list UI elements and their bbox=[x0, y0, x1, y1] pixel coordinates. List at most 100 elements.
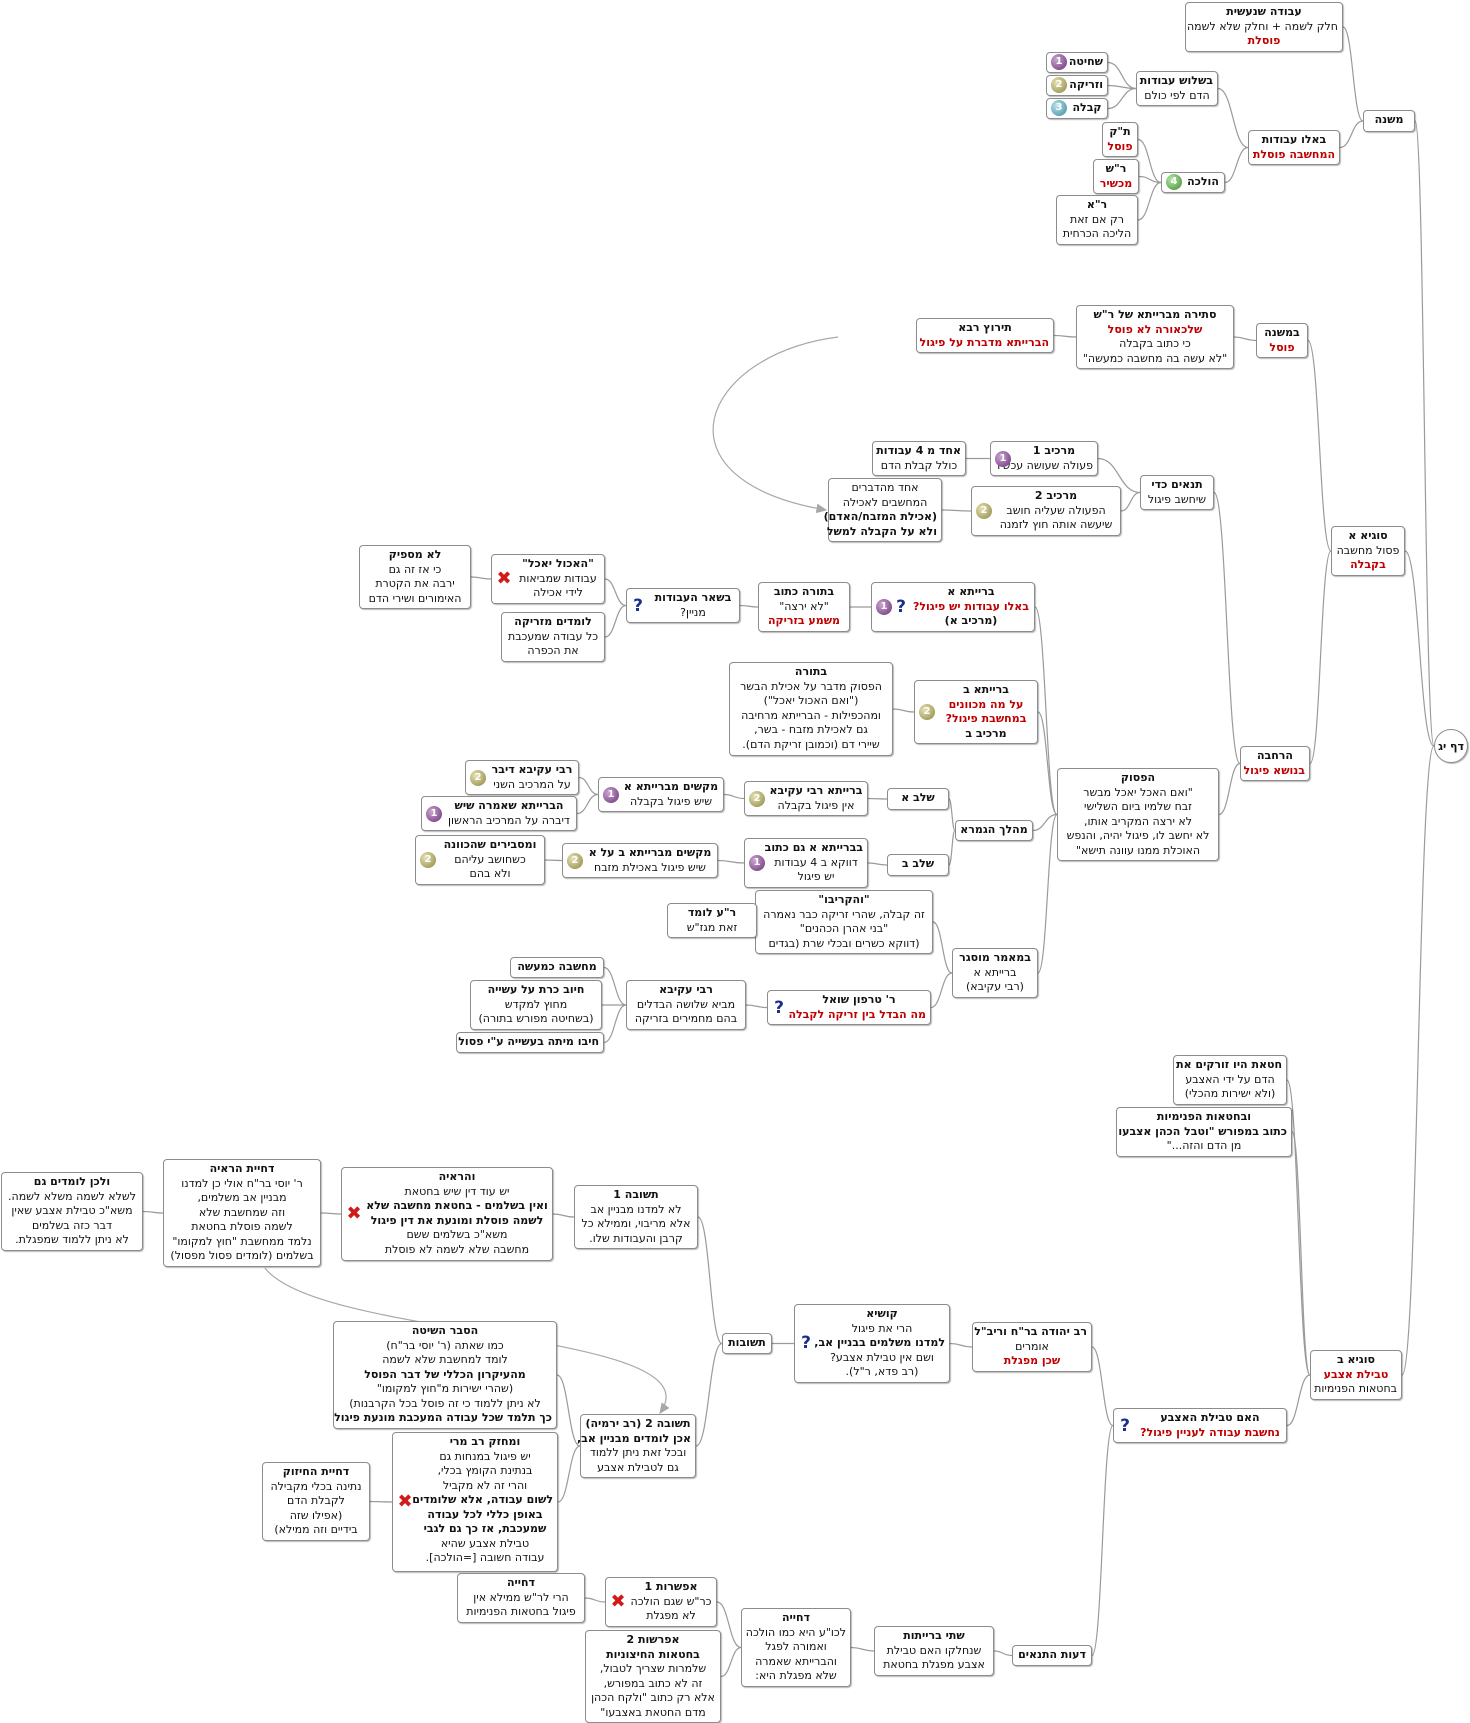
node-machshava-kmaase[interactable]: מחשבה כמעשה bbox=[510, 957, 604, 978]
node-shlav-b[interactable]: שלב ב bbox=[887, 854, 949, 876]
node-daat[interactable]: דעות התנאים bbox=[1012, 1645, 1092, 1666]
node-line: ואמורה לפגל bbox=[765, 1640, 827, 1653]
node-chiyuv-mita[interactable]: חיבו מיתה בעשייה ע"י פסול bbox=[456, 1032, 604, 1053]
connector bbox=[1107, 87, 1137, 110]
node-line: שלכאורה לא פוסל bbox=[1107, 322, 1203, 336]
node-line: יש עוד דין שיש בחטאת bbox=[404, 1184, 510, 1198]
node-line: דחייה bbox=[781, 1611, 811, 1624]
node-tshuvot[interactable]: תשובות bbox=[722, 1333, 772, 1354]
node-batora[interactable]: בתורה כתוב"לא ירצה"משמע בזריקה bbox=[758, 582, 850, 632]
connector bbox=[850, 1646, 875, 1652]
node-shlav-a[interactable]: שלב א bbox=[887, 788, 949, 810]
connector bbox=[604, 578, 627, 607]
node-line: בשאר העבודות bbox=[654, 591, 732, 604]
node-line: (ולא ישירות מהכלי) bbox=[1184, 1087, 1276, 1100]
node-line: לא למדנו מבניין אב bbox=[590, 1202, 682, 1216]
node-line: חלק לשמה + וחלק שלא לשמה bbox=[1187, 19, 1338, 33]
connector bbox=[1401, 745, 1435, 1376]
node-line: תירוץ רבא bbox=[958, 321, 1012, 334]
node-line: ברייתא א bbox=[947, 585, 995, 598]
node-line: ושם אין טבילת אצבע? bbox=[830, 1350, 934, 1364]
cross-icon: ✖ bbox=[346, 1203, 362, 1224]
node-vehikrivu[interactable]: "והקריבו"זה קבלה, שהרי זריקה כבר נאמרה"ב… bbox=[755, 890, 933, 954]
root-node-daf[interactable]: דף יג bbox=[1434, 729, 1468, 763]
node-line: זה קבלה, שהרי זריקה כבר נאמרה bbox=[763, 907, 925, 921]
node-line: במאמר מוסגר bbox=[959, 951, 1031, 964]
node-line: (אפילו שזה bbox=[289, 1508, 343, 1522]
node-mishna[interactable]: משנה bbox=[1363, 110, 1415, 132]
node-mahalach[interactable]: מהלך הגמרא bbox=[955, 820, 1033, 841]
connector bbox=[892, 708, 915, 713]
node-tshuva2[interactable]: תשובה 2 (רב ירמיה)אכן לומדים מבניין אב,ו… bbox=[577, 1414, 696, 1478]
priority-2-icon: 2 bbox=[1051, 77, 1067, 94]
connector bbox=[1414, 120, 1435, 747]
node-line: האוכלת ממנו עוונה תישא" bbox=[1075, 843, 1201, 857]
node-line: ברייתא רבי עקיבא bbox=[769, 784, 863, 797]
node-line: (מרכיב א) bbox=[944, 614, 998, 627]
node-line: באלו עבודות bbox=[1261, 133, 1327, 146]
node-line: כל עבודה שמעכבת bbox=[507, 629, 599, 643]
node-line: את הכפרה bbox=[527, 644, 579, 657]
node-line: על מה מכוונים bbox=[948, 697, 1024, 711]
node-line: מן הדם והזה..." bbox=[1166, 1139, 1242, 1152]
